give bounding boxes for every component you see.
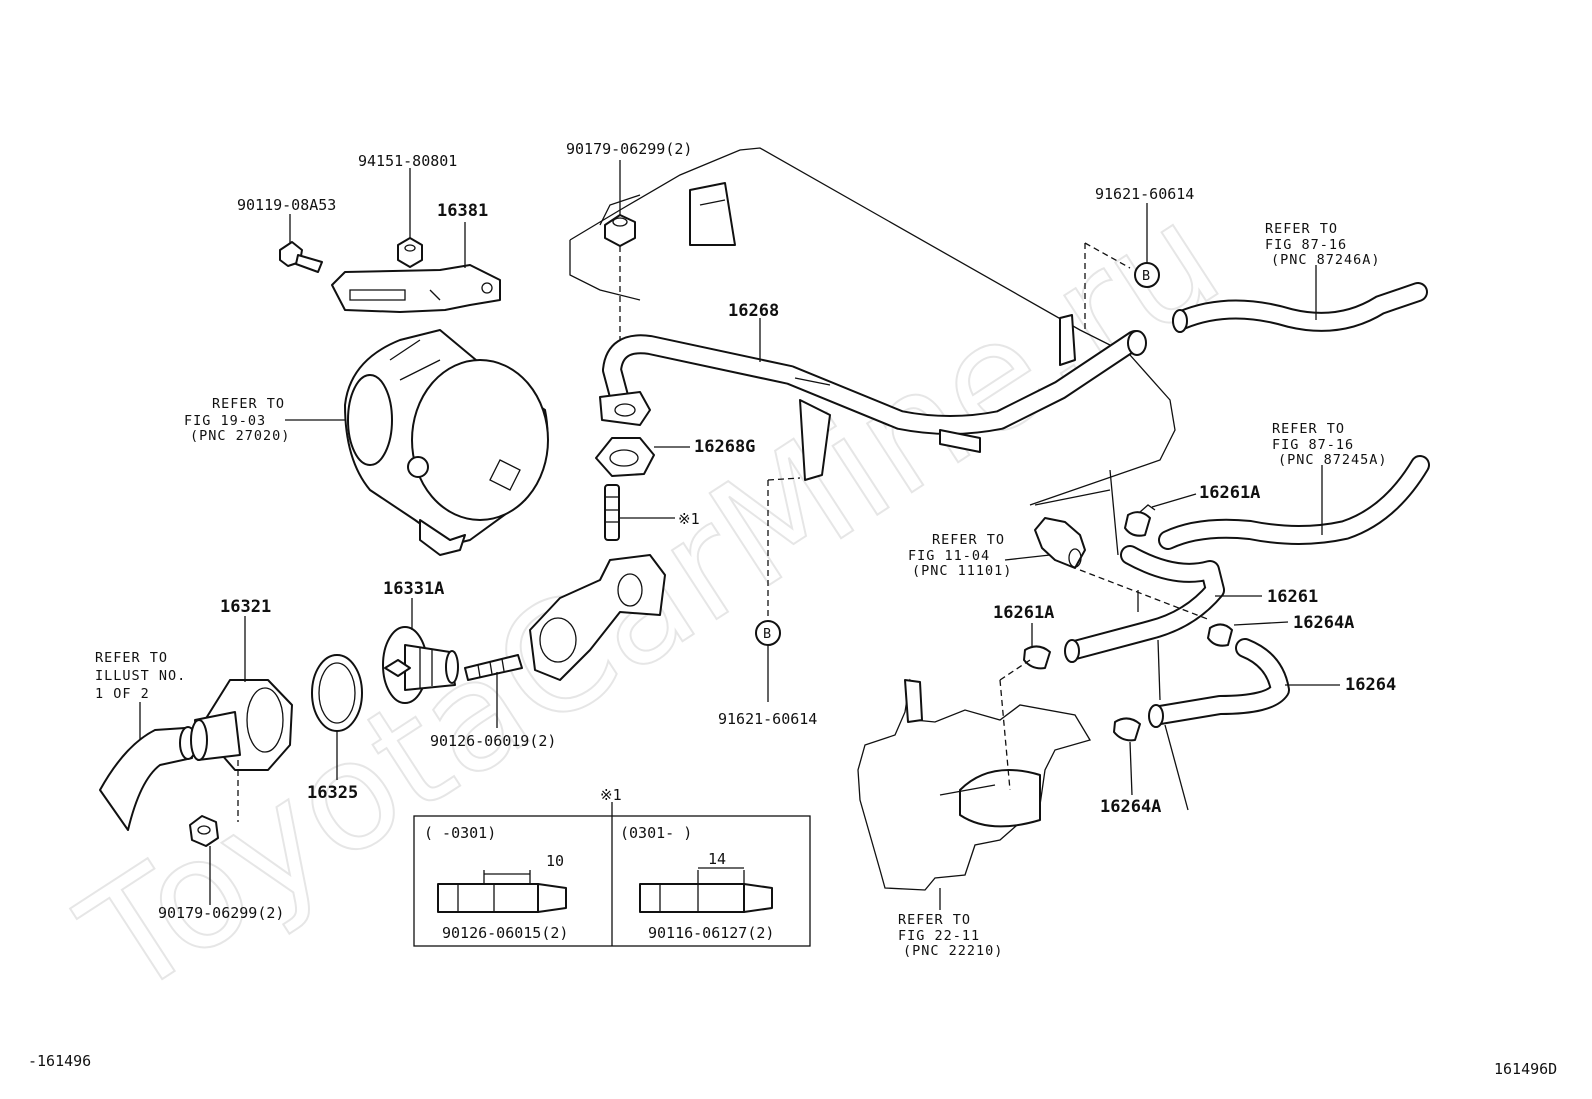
alternator xyxy=(285,329,549,556)
refer-illust-line1: REFER TO xyxy=(95,650,168,666)
block-fitting xyxy=(1004,489,1211,621)
callout-16268G: 16268G xyxy=(694,437,755,457)
refer-hose-mid-line2: FIG 87-16 xyxy=(1272,437,1354,453)
bolt-90119 xyxy=(279,214,323,273)
callout-91621-bottom: 91621-60614 xyxy=(718,710,817,728)
refer-hose-mid-line3: (PNC 87245A) xyxy=(1278,452,1388,468)
callout-90126-06019: 90126-06019(2) xyxy=(430,732,556,750)
refer-alternator-line3: (PNC 27020) xyxy=(190,428,290,444)
water-pipe-16268 xyxy=(599,314,1147,481)
nut-94151 xyxy=(397,168,423,268)
callout-90179-top: 90179-06299(2) xyxy=(566,140,692,158)
callout-16264A-bottom: 16264A xyxy=(1100,797,1161,817)
hose-16261 xyxy=(1064,545,1262,663)
callout-91621-top: 91621-60614 xyxy=(1095,185,1194,203)
inset-mark1 xyxy=(413,802,811,947)
inset-right-dim: 14 xyxy=(708,850,726,868)
callout-94151: 94151-80801 xyxy=(358,152,457,170)
inset-right-range: (0301- ) xyxy=(620,824,692,842)
hose-16264 xyxy=(1148,638,1340,728)
pump-assembly xyxy=(857,659,1091,910)
refer-block-line3: (PNC 11101) xyxy=(912,563,1012,579)
callout-16261: 16261 xyxy=(1267,587,1318,607)
refer-block-line1: REFER TO xyxy=(932,532,1005,548)
fastener-b-bottom xyxy=(755,477,801,702)
refer-hose-top-line2: FIG 87-16 xyxy=(1265,237,1347,253)
callout-mark1: ※1 xyxy=(678,510,700,528)
refer-hose-mid-line1: REFER TO xyxy=(1272,421,1345,437)
heater-hose-87245A xyxy=(1158,455,1430,550)
circle-b-bottom-letter: B xyxy=(763,626,772,642)
refer-hose-top-line3: (PNC 87246A) xyxy=(1271,252,1381,268)
clamp-16264A-bottom xyxy=(1113,717,1141,796)
inset-left-part: 90126-06015(2) xyxy=(442,924,568,942)
stud-90126-06015 xyxy=(437,870,567,913)
hose-guide-lines xyxy=(1109,469,1189,811)
callout-16264A-right: 16264A xyxy=(1293,613,1354,633)
callout-16261A-mid: 16261A xyxy=(993,603,1054,623)
refer-alternator-line2: FIG 19-03 xyxy=(184,413,266,429)
thermostat-16331A xyxy=(382,598,459,704)
callout-16268: 16268 xyxy=(728,301,779,321)
fastener-b-top xyxy=(1084,203,1160,330)
callout-16321: 16321 xyxy=(220,597,271,617)
refer-block-line2: FIG 11-04 xyxy=(908,548,990,564)
inset-left-range: ( -0301) xyxy=(424,824,496,842)
callout-16261A-top: 16261A xyxy=(1199,483,1260,503)
refer-alternator-line1: REFER TO xyxy=(212,396,285,412)
nut-90179-top xyxy=(604,160,636,345)
footer-right-code: 161496D xyxy=(1494,1060,1557,1078)
water-inlet-16321 xyxy=(190,616,293,822)
refer-pump-line3: (PNC 22210) xyxy=(903,943,1003,959)
gasket-16268G xyxy=(595,437,690,477)
footer-left-code: -161496 xyxy=(28,1052,91,1070)
inset-mark-label: ※1 xyxy=(600,786,622,804)
inset-left-dim: 10 xyxy=(546,852,564,870)
inset-right-part: 90116-06127(2) xyxy=(648,924,774,942)
stud-90116-06127 xyxy=(639,867,773,913)
refer-hose-top-line1: REFER TO xyxy=(1265,221,1338,237)
stud-mark1 xyxy=(604,484,675,541)
clamp-16261A-mid xyxy=(1023,623,1051,670)
callout-16331A: 16331A xyxy=(383,579,444,599)
engine-outline xyxy=(569,147,1176,506)
refer-pump-line1: REFER TO xyxy=(898,912,971,928)
refer-illust-line2: ILLUST NO. xyxy=(95,668,186,684)
callout-16381: 16381 xyxy=(437,201,488,221)
nut-90179-bottom xyxy=(189,815,219,905)
callout-16325: 16325 xyxy=(307,783,358,803)
refer-pump-line2: FIG 22-11 xyxy=(898,928,980,944)
heater-hose-87246A xyxy=(1172,265,1428,333)
refer-illust-line3: 1 OF 2 xyxy=(95,686,150,702)
clamp-16264A-right xyxy=(1207,621,1289,647)
circle-b-top-letter: B xyxy=(1142,268,1151,284)
bracket-16381 xyxy=(331,222,501,313)
callout-90179-bottom: 90179-06299(2) xyxy=(158,904,284,922)
stud-90126-06019 xyxy=(464,654,523,728)
clamp-16261A-top xyxy=(1124,493,1197,537)
thermostat-housing xyxy=(529,554,666,681)
gasket-16325 xyxy=(311,654,363,780)
callout-16264: 16264 xyxy=(1345,675,1396,695)
callout-90119: 90119-08A53 xyxy=(237,196,336,214)
